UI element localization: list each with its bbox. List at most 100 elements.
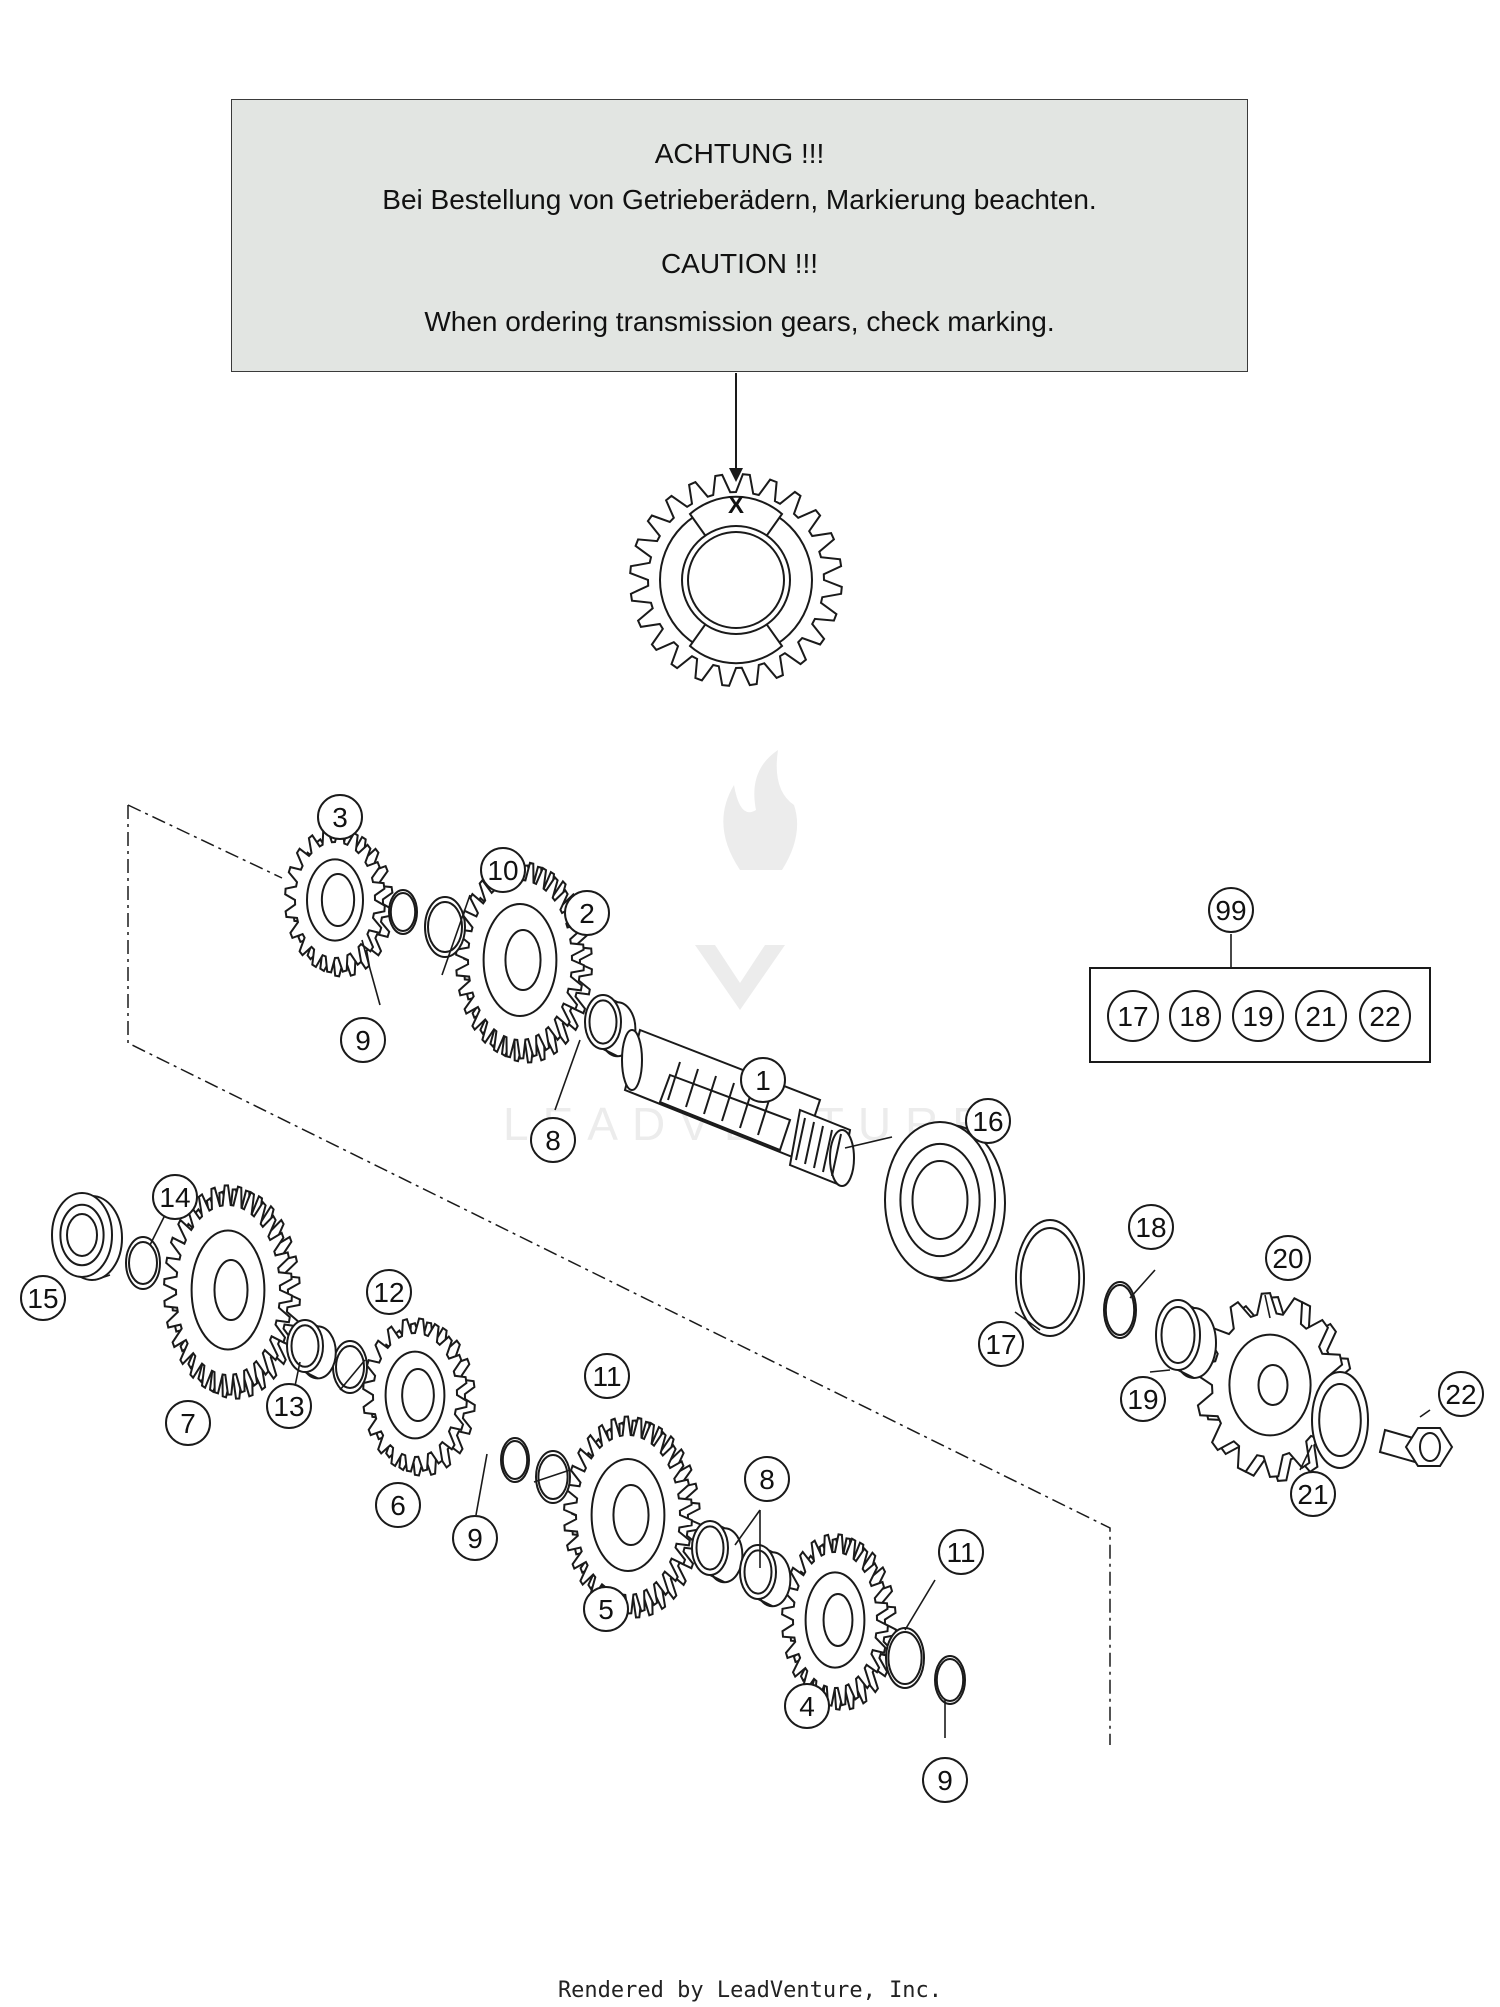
kit-item-label: 21: [1305, 1001, 1336, 1032]
callout-16: 16: [965, 1098, 1011, 1144]
callout-label: 7: [180, 1408, 196, 1439]
mainshaft-group-outline-top: [127, 804, 283, 879]
kit-item-label: 18: [1179, 1001, 1210, 1032]
washer-14: [125, 1236, 161, 1290]
kit-item-label: 17: [1117, 1001, 1148, 1032]
marked-gear-illustration: [629, 473, 843, 687]
callout-21: 21: [1290, 1471, 1336, 1517]
bushing-8c: [739, 1544, 792, 1608]
gear-6: [362, 1317, 476, 1477]
callout-1: 1: [740, 1057, 786, 1103]
leader-line: [1419, 1409, 1431, 1418]
callout-label: 10: [487, 855, 518, 886]
callout-label: 9: [355, 1025, 371, 1056]
callout-label: 15: [27, 1283, 58, 1314]
callout-label: 12: [373, 1277, 404, 1308]
kit-item-19: 19: [1232, 990, 1284, 1042]
callout-18: 18: [1128, 1204, 1174, 1250]
notice-text-en: When ordering transmission gears, check …: [424, 306, 1055, 337]
kit-item-18: 18: [1169, 990, 1221, 1042]
callout-9: 9: [452, 1515, 498, 1561]
kit-item-label: 22: [1369, 1001, 1400, 1032]
gear-4: [781, 1533, 897, 1711]
caution-notice-box: ACHTUNG !!! Bei Bestellung von Getrieber…: [231, 99, 1248, 372]
callout-label: 9: [937, 1765, 953, 1796]
bushing-8b: [691, 1520, 744, 1584]
leader-line: [554, 1039, 581, 1111]
washer-11b: [885, 1627, 925, 1689]
leader-line: [734, 1509, 761, 1546]
notice-heading-en: CAUTION !!!: [660, 248, 819, 279]
washer-12: [332, 1340, 368, 1394]
gear-3: [284, 826, 394, 978]
gear-5: [563, 1415, 701, 1619]
callout-label: 17: [985, 1329, 1016, 1360]
leader-line: [441, 894, 471, 976]
leader-line: [1299, 1444, 1313, 1471]
callout-label: 9: [467, 1523, 483, 1554]
kit-item-label: 19: [1242, 1001, 1273, 1032]
leader-line: [1264, 1294, 1271, 1319]
notice-heading-de: ACHTUNG !!!: [654, 138, 825, 169]
spacer-19: [1155, 1299, 1217, 1379]
leader-line: [533, 1469, 571, 1483]
callout-8: 8: [744, 1456, 790, 1502]
callout-label: 3: [332, 802, 348, 833]
callout-9: 9: [340, 1017, 386, 1063]
callout-label: 2: [579, 898, 595, 929]
callout-7: 7: [165, 1400, 211, 1446]
callout-label: 18: [1135, 1212, 1166, 1243]
callout-label: 99: [1215, 895, 1246, 926]
bearing-16: [884, 1121, 1006, 1282]
gear-7: [163, 1184, 301, 1400]
leader-line: [339, 1359, 366, 1391]
callout-19: 19: [1120, 1376, 1166, 1422]
callout-22: 22: [1438, 1371, 1484, 1417]
callout-label: 21: [1297, 1479, 1328, 1510]
bearing-15: [51, 1192, 123, 1281]
callout-label: 6: [390, 1490, 406, 1521]
leader-line: [94, 1274, 111, 1281]
callout-15: 15: [20, 1275, 66, 1321]
washer-11a: [535, 1450, 571, 1504]
circlip-9c: [934, 1655, 966, 1705]
circlip-9b: [500, 1437, 530, 1483]
circlip-9a: [388, 889, 418, 935]
callout-2: 2: [564, 890, 610, 936]
callout-label: 8: [759, 1464, 775, 1495]
leader-line: [1129, 1269, 1156, 1299]
callout-12: 12: [366, 1269, 412, 1315]
callout-label: 11: [592, 1361, 621, 1392]
callout-label: 19: [1127, 1384, 1158, 1415]
callout-20: 20: [1265, 1235, 1311, 1281]
callout-6: 6: [375, 1482, 421, 1528]
seal-17: [1015, 1219, 1085, 1337]
callout-8: 8: [530, 1117, 576, 1163]
bushing-13: [286, 1319, 337, 1380]
mainshaft-group-outline: [127, 805, 1111, 1745]
leader-line: [361, 939, 381, 1006]
notice-text-de: Bei Bestellung von Getrieberädern, Marki…: [382, 184, 1097, 215]
main-shaft-1: [621, 1028, 855, 1187]
o-ring-18: [1103, 1281, 1137, 1339]
rendered-by-footer: Rendered by LeadVenture, Inc.: [557, 1978, 943, 2003]
callout-3: 3: [317, 794, 363, 840]
callout-11: 11: [938, 1529, 984, 1575]
callout-label: 22: [1445, 1379, 1476, 1410]
callout-label: 8: [545, 1125, 561, 1156]
callout-label: 11: [946, 1537, 975, 1568]
callout-17: 17: [978, 1321, 1024, 1367]
leader-line: [844, 1136, 893, 1149]
notice-arrow: [729, 373, 743, 482]
leader-line: [1014, 1311, 1041, 1331]
washer-10: [424, 896, 466, 958]
washer-21: [1311, 1371, 1369, 1469]
callout-9: 9: [922, 1757, 968, 1803]
callout-13: 13: [266, 1383, 312, 1429]
bolt-22: [1378, 1427, 1454, 1467]
callout-label: 14: [159, 1182, 190, 1213]
leader-line: [1149, 1369, 1171, 1373]
callout-14: 14: [152, 1174, 198, 1220]
callout-4: 4: [784, 1683, 830, 1729]
